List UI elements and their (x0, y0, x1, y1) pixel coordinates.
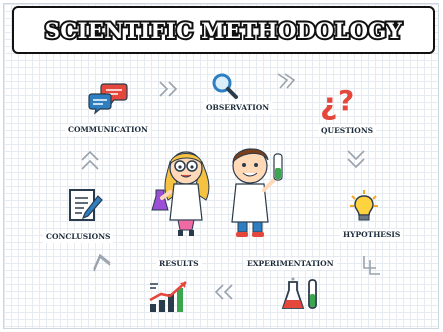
notepad-pen-icon (69, 189, 103, 221)
diagram-card (4, 4, 438, 328)
stage-label-observation: OBSERVATION (203, 102, 273, 114)
stage-label-hypothesis: HYPOTHESIS (340, 229, 404, 241)
svg-text:?: ? (338, 84, 354, 117)
flow-arrow-icon (159, 81, 178, 97)
svg-text:¿: ¿ (320, 87, 337, 122)
flow-arrow-icon (347, 150, 365, 169)
stage-label-questions: QUESTIONS (318, 125, 377, 137)
stage-label-communication: COMMUNICATION (65, 124, 151, 136)
stage-label-experimentation: EXPERIMENTATION (244, 258, 337, 270)
stage-label-results: RESULTS (156, 258, 202, 270)
kid-scientists-illustration (151, 148, 283, 237)
growth-chart-icon (149, 281, 187, 312)
flow-arrow-icon (214, 284, 233, 300)
stage-label-conclusions: CONCLUSIONS (43, 231, 114, 243)
flow-arrow-icon (277, 73, 296, 89)
lightbulb-icon (350, 190, 378, 221)
question-marks-icon: ¿ ? (320, 84, 354, 122)
boy-scientist-figure (231, 148, 283, 237)
page-title: SCIENTIFIC METHODOLOGY (43, 16, 404, 45)
flow-arrow-icon (81, 150, 99, 170)
girl-scientist-figure (151, 151, 210, 236)
speech-bubbles-icon (88, 83, 128, 115)
lab-flasks-icon (281, 277, 317, 309)
flow-arrow-icon (363, 256, 380, 275)
title-banner: SCIENTIFIC METHODOLOGY (12, 6, 435, 54)
flow-arrow-icon (93, 253, 111, 272)
magnifier-icon (212, 73, 238, 99)
